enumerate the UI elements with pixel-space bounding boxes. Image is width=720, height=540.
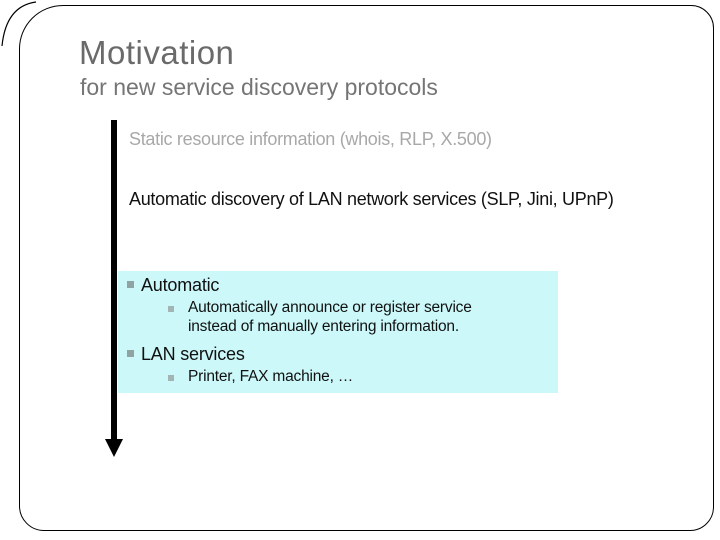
sub-bullet-text-announce: Automatically announce or register servi…: [188, 299, 472, 335]
sub-bullet-text-printer: Printer, FAX machine, …: [188, 368, 354, 385]
sub-bullet-square-icon: [168, 375, 174, 381]
slide-frame: [19, 5, 714, 531]
bullet-label-automatic: Automatic: [141, 275, 220, 295]
bullet-label-lan-services: LAN services: [141, 344, 245, 364]
page-title: Motivation: [79, 34, 235, 71]
page-subtitle: for new service discovery protocols: [80, 74, 438, 100]
sub-bullet-square-icon: [168, 306, 174, 312]
intro-line-static-resource: Static resource information (whois, RLP,…: [129, 129, 492, 149]
intro-line-automatic-discovery: Automatic discovery of LAN network servi…: [129, 189, 614, 209]
highlight-box: Automatic Automatically announce or regi…: [118, 271, 558, 393]
bullet-square-icon: [127, 350, 134, 357]
timeline-arrow-stem: [111, 120, 117, 440]
timeline-arrow-head-icon: [105, 439, 123, 457]
bullet-square-icon: [127, 281, 134, 288]
corner-arc-decoration: [1, 1, 37, 47]
